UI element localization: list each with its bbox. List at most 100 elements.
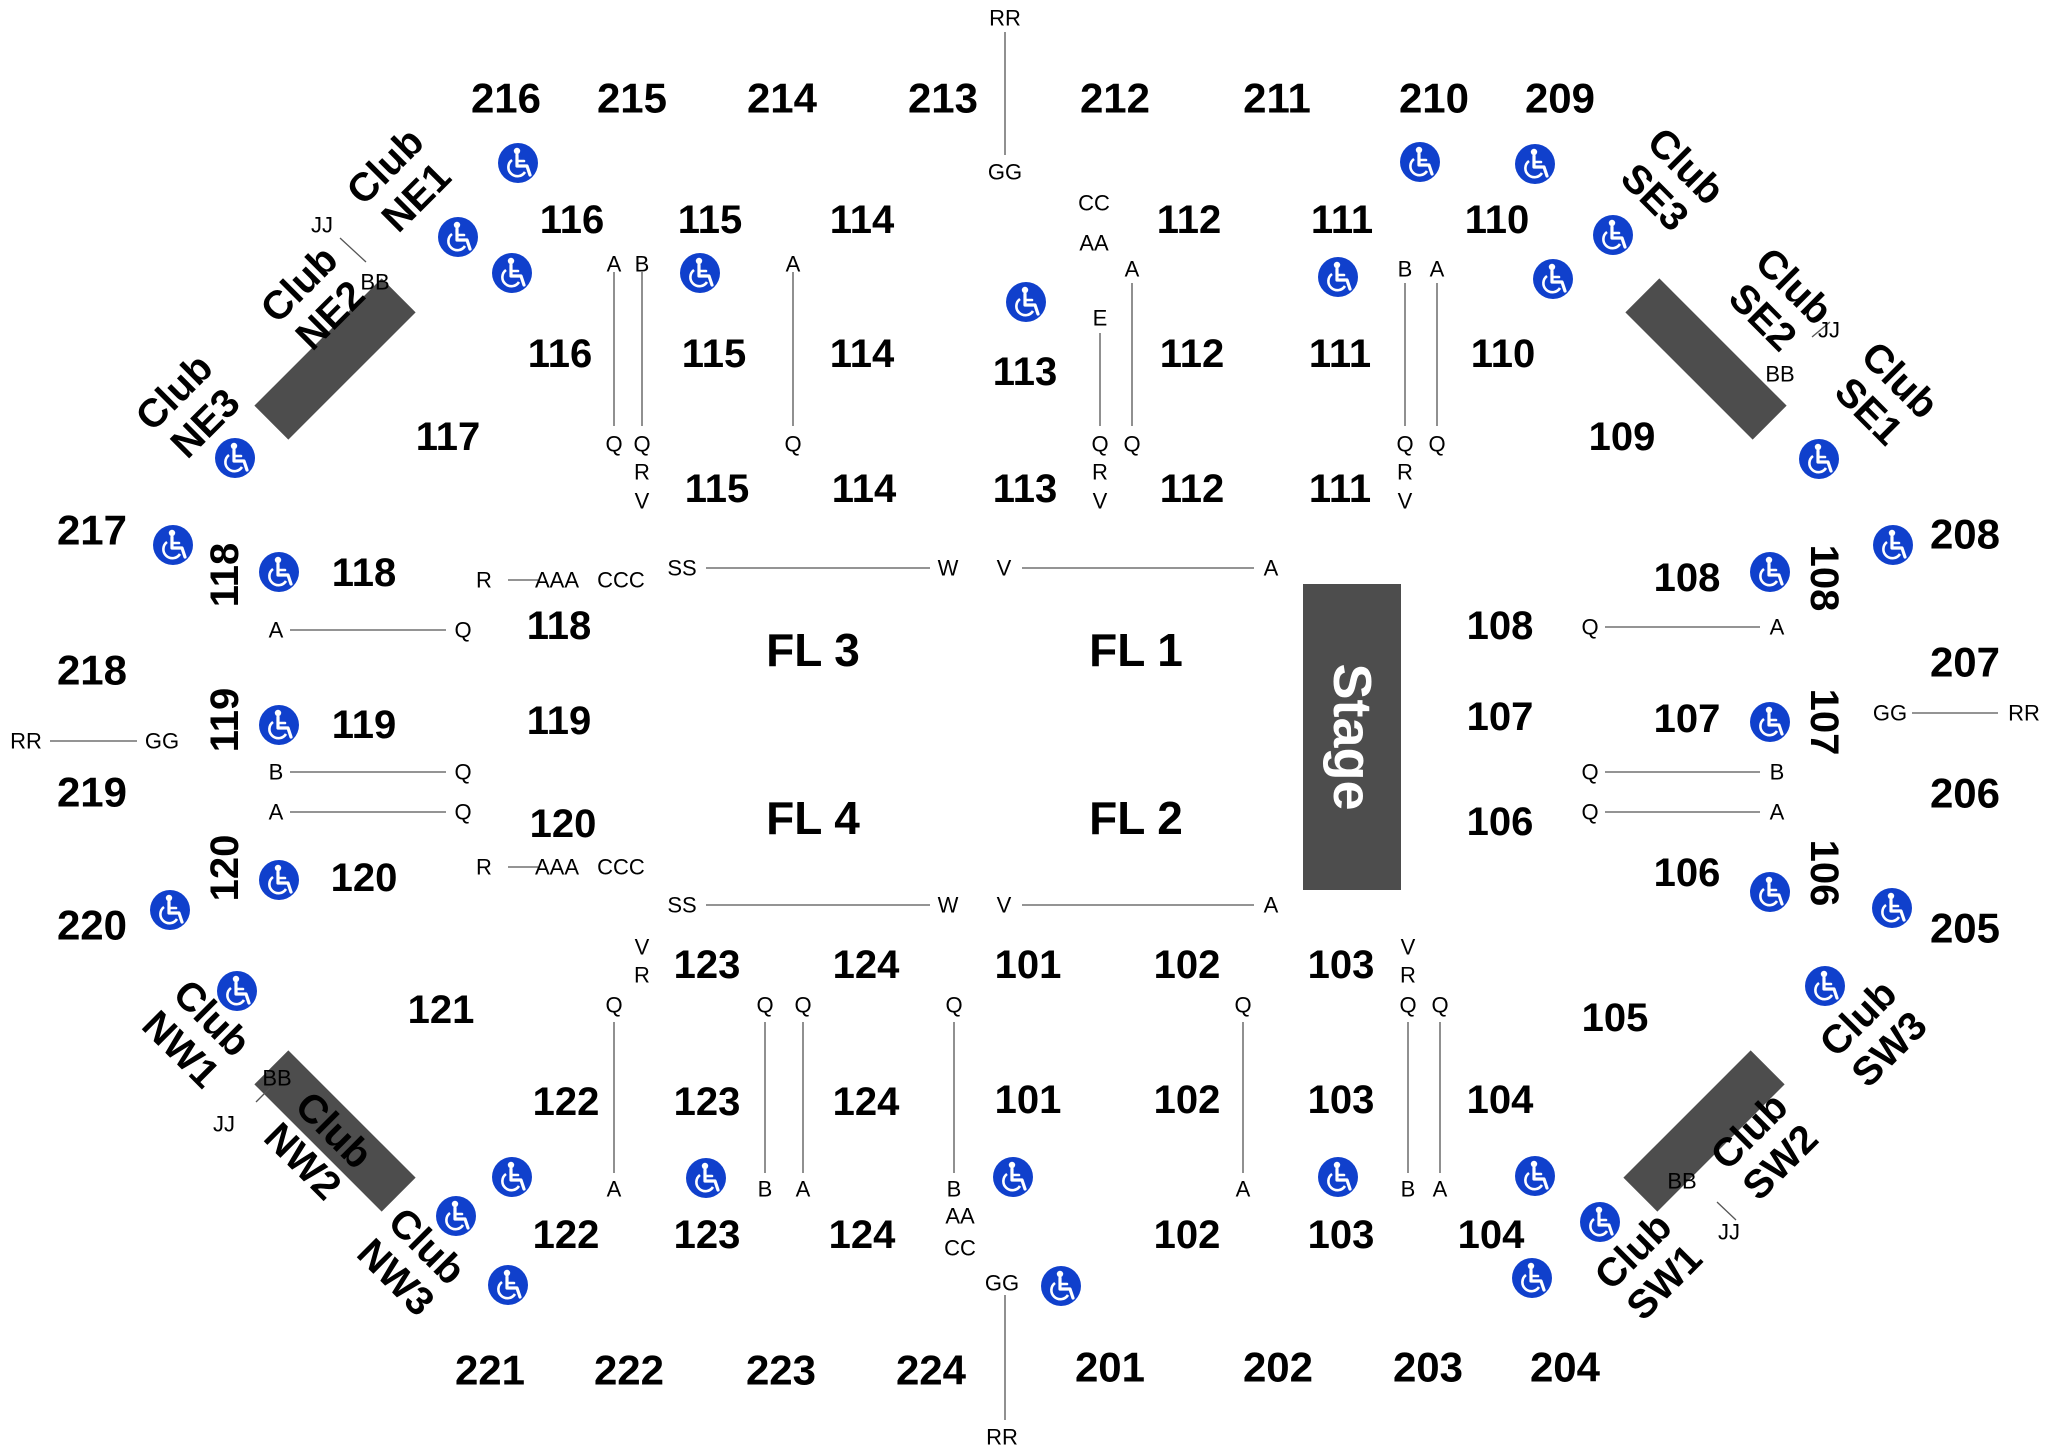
section-label[interactable]: 119 xyxy=(332,703,397,747)
section-label[interactable]: 107 xyxy=(1654,697,1721,741)
section-label[interactable]: 222 xyxy=(594,1347,664,1394)
section-label[interactable]: 207 xyxy=(1930,639,2000,686)
section-label[interactable]: 120 xyxy=(530,802,597,846)
wheelchair-icon xyxy=(1873,525,1913,565)
section-label[interactable]: 103 xyxy=(1308,943,1375,987)
wheelchair-icon xyxy=(259,705,299,745)
section-label[interactable]: 112 xyxy=(1160,467,1225,511)
row-label: A xyxy=(607,1177,622,1202)
section-label[interactable]: 201 xyxy=(1075,1344,1145,1391)
section-label[interactable]: 221 xyxy=(455,1347,525,1394)
section-label[interactable]: 104 xyxy=(1467,1078,1534,1122)
section-label[interactable]: 112 xyxy=(1160,332,1225,376)
section-label[interactable]: 224 xyxy=(896,1347,967,1394)
section-label[interactable]: 212 xyxy=(1080,75,1150,122)
section-label[interactable]: 124 xyxy=(829,1213,896,1257)
floor-label[interactable]: FL 2 xyxy=(1089,792,1183,844)
section-label[interactable]: 105 xyxy=(1582,996,1649,1040)
section-label[interactable]: 101 xyxy=(995,943,1062,987)
section-label[interactable]: 106 xyxy=(1654,851,1721,895)
section-label[interactable]: 219 xyxy=(57,769,127,816)
section-label[interactable]: 206 xyxy=(1930,770,2000,817)
section-label[interactable]: 123 xyxy=(674,1213,741,1257)
section-label[interactable]: 213 xyxy=(908,75,978,122)
section-label[interactable]: 116 xyxy=(528,332,593,376)
section-label[interactable]: 122 xyxy=(533,1213,600,1257)
section-label[interactable]: 119 xyxy=(203,688,247,753)
section-label[interactable]: 101 xyxy=(995,1078,1062,1122)
club-box xyxy=(254,278,416,440)
section-label[interactable]: 111 xyxy=(1311,198,1373,242)
section-label[interactable]: 115 xyxy=(682,332,747,376)
section-label[interactable]: 120 xyxy=(203,835,247,902)
row-label: Q xyxy=(794,993,811,1018)
section-label[interactable]: 108 xyxy=(1654,556,1721,600)
section-label[interactable]: 103 xyxy=(1308,1078,1375,1122)
section-label[interactable]: 211 xyxy=(1243,75,1311,122)
section-label[interactable]: 118 xyxy=(332,551,397,595)
section-label[interactable]: 216 xyxy=(471,75,541,122)
club-box xyxy=(1625,278,1787,440)
section-label[interactable]: 208 xyxy=(1930,511,2000,558)
section-label[interactable]: 119 xyxy=(527,699,592,743)
section-label[interactable]: 217 xyxy=(57,507,127,554)
row-label: V xyxy=(1093,489,1108,514)
section-label[interactable]: 120 xyxy=(331,856,398,900)
section-label[interactable]: 114 xyxy=(832,467,897,511)
section-label[interactable]: 118 xyxy=(527,604,592,648)
row-label: GG xyxy=(988,160,1022,185)
section-label[interactable]: 122 xyxy=(533,1080,600,1124)
section-label[interactable]: 123 xyxy=(674,1080,741,1124)
section-label[interactable]: 218 xyxy=(57,647,127,694)
section-label[interactable]: 104 xyxy=(1458,1213,1525,1257)
section-label[interactable]: 107 xyxy=(1802,689,1846,756)
section-label[interactable]: 205 xyxy=(1930,905,2000,952)
row-label: BB xyxy=(360,270,389,295)
section-label[interactable]: 113 xyxy=(993,350,1058,394)
section-label[interactable]: 204 xyxy=(1530,1344,1601,1391)
section-label[interactable]: 215 xyxy=(597,75,667,122)
section-label[interactable]: 102 xyxy=(1154,1213,1221,1257)
section-label[interactable]: 102 xyxy=(1154,1078,1221,1122)
section-label[interactable]: 107 xyxy=(1467,695,1534,739)
section-label[interactable]: 108 xyxy=(1802,545,1846,612)
section-label[interactable]: 123 xyxy=(674,943,741,987)
section-label[interactable]: 124 xyxy=(833,943,900,987)
section-label[interactable]: 115 xyxy=(678,198,743,242)
section-label[interactable]: 113 xyxy=(993,467,1058,511)
section-label[interactable]: 114 xyxy=(830,332,895,376)
floor-label[interactable]: FL 4 xyxy=(766,792,860,844)
section-label[interactable]: 209 xyxy=(1525,75,1595,122)
floor-label[interactable]: FL 1 xyxy=(1089,624,1183,676)
section-label[interactable]: 109 xyxy=(1589,415,1656,459)
section-label[interactable]: 110 xyxy=(1465,198,1530,242)
section-label[interactable]: 111 xyxy=(1309,467,1371,511)
wheelchair-icon xyxy=(259,552,299,592)
row-label: AA xyxy=(1079,231,1109,256)
section-label[interactable]: 106 xyxy=(1802,840,1846,907)
section-label[interactable]: 108 xyxy=(1467,604,1534,648)
section-label[interactable]: 116 xyxy=(540,198,605,242)
row-label: B xyxy=(758,1177,773,1202)
section-label[interactable]: 102 xyxy=(1154,943,1221,987)
section-label[interactable]: 118 xyxy=(203,543,247,608)
section-label[interactable]: 121 xyxy=(408,988,475,1032)
section-label[interactable]: 110 xyxy=(1471,332,1536,376)
section-label[interactable]: 202 xyxy=(1243,1344,1313,1391)
section-label[interactable]: 112 xyxy=(1157,198,1222,242)
section-label[interactable]: 111 xyxy=(1309,332,1371,376)
section-label[interactable]: 210 xyxy=(1399,75,1469,122)
section-label[interactable]: 203 xyxy=(1393,1344,1463,1391)
section-label[interactable]: 117 xyxy=(416,415,481,459)
floor-label[interactable]: FL 3 xyxy=(766,624,860,676)
section-label[interactable]: 103 xyxy=(1308,1213,1375,1257)
row-label: GG xyxy=(985,1271,1019,1296)
section-label[interactable]: 214 xyxy=(747,75,818,122)
section-label[interactable]: 223 xyxy=(746,1347,816,1394)
section-label[interactable]: 114 xyxy=(830,198,895,242)
section-label[interactable]: 106 xyxy=(1467,800,1534,844)
section-label[interactable]: 115 xyxy=(685,467,750,511)
section-label[interactable]: 220 xyxy=(57,902,127,949)
section-label[interactable]: 124 xyxy=(833,1080,900,1124)
